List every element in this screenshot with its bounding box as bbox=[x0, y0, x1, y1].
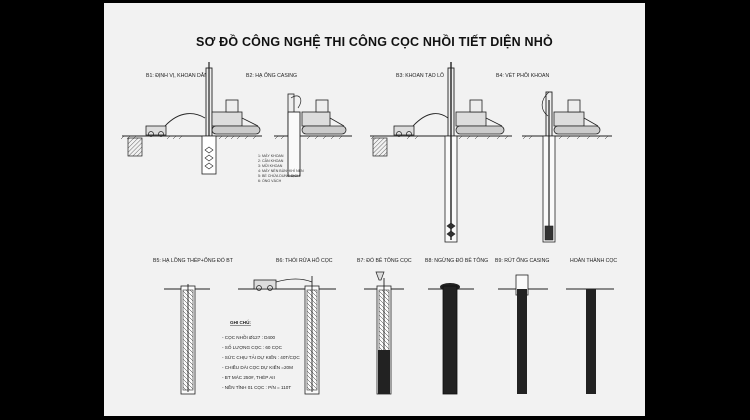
step-b9-figure bbox=[515, 274, 529, 394]
step-label-b2: B2: HẠ ỐNG CASING bbox=[246, 72, 297, 79]
cleaning-bucket bbox=[544, 225, 554, 241]
step-label-b9: B9: RÚT ỐNG CASING bbox=[495, 257, 549, 264]
mud-tank bbox=[127, 137, 143, 157]
step-label-finish: HOÀN THÀNH CỌC bbox=[570, 257, 617, 264]
step-label-b8: B8: NGỪNG ĐỔ BÊ TÔNG bbox=[425, 256, 488, 264]
pile-body-b9 bbox=[517, 289, 527, 394]
note-item-4: - CHIỀU DÀI CỌC DỰ KIẾN =20M bbox=[222, 364, 293, 370]
drawing-title: SƠ ĐỒ CÔNG NGHỆ THI CÔNG CỌC NHỒI TIẾT D… bbox=[196, 35, 553, 49]
crawler-track bbox=[211, 125, 261, 135]
ground-hatch-row1 bbox=[120, 135, 609, 140]
note-item-2: - SỐ LƯỢNG CỌC : 60 CỌC bbox=[222, 344, 283, 350]
step-b7-figure bbox=[375, 271, 392, 395]
finished-pile bbox=[586, 289, 596, 394]
concrete-hopper bbox=[375, 271, 385, 281]
casing-pipe bbox=[287, 111, 301, 177]
step-label-b3: B3: KHOAN TẠO LỖ bbox=[396, 72, 444, 79]
legend-item-2: 2: CẦN KHOAN bbox=[258, 159, 284, 163]
step-label-b5: B5: HẠ LỒNG THÉP+ỐNG ĐỔ BT bbox=[153, 257, 234, 264]
legend-item-1: 1: MÁY KHOAN bbox=[258, 154, 284, 158]
legend-item-4: 4: MÁY NÉN BÙN+KHÍ NÉN bbox=[258, 168, 304, 173]
step-b4-figure bbox=[541, 91, 601, 243]
legend-item-6: 6: ỐNG VÁCH bbox=[258, 178, 282, 183]
step-label-b1: B1: ĐỊNH VỊ, KHOAN DẪN bbox=[146, 72, 208, 79]
step-b1-figure bbox=[127, 62, 261, 175]
step-b6-figure: GHI CHÚ: - CỌC NHỒI Ø127 : D400 - SỐ LƯỢ… bbox=[222, 276, 320, 395]
mud-tank-b3 bbox=[372, 137, 388, 157]
note-item-6: - NỀN TĨNH 01 CỌC : P/N = 110T bbox=[222, 384, 291, 390]
step-b8-figure bbox=[440, 283, 460, 395]
step-finished-figure bbox=[586, 289, 596, 394]
bore-hole-b8 bbox=[442, 285, 458, 395]
step-label-b7: B7: ĐỔ BÊ TÔNG CỌC bbox=[357, 256, 412, 264]
mud-pump bbox=[145, 125, 167, 136]
step-b2-figure: 1: MÁY KHOAN 2: CẦN KHOAN 3: MŨI KHOAN 4… bbox=[258, 93, 347, 183]
slurry-hose bbox=[164, 113, 206, 127]
note-item-1: - CỌC NHỒI Ø127 : D400 bbox=[222, 334, 276, 340]
step-b3-figure bbox=[372, 62, 505, 243]
legend-item-5: 5: BỂ CHỨA DUNG DỊCH bbox=[258, 173, 300, 178]
step-label-b4: B4: VÉT PHỖI KHOAN bbox=[496, 72, 549, 79]
air-compressor bbox=[253, 279, 277, 290]
note-item-5: - BT MÁC 250#, THÉP AII bbox=[222, 374, 275, 380]
drill-rig-body-b2 bbox=[301, 111, 331, 127]
step-label-b6: B6: THỔI RỬA HỐ CỌC bbox=[276, 257, 333, 264]
notes-heading: GHI CHÚ: bbox=[230, 319, 251, 325]
drill-rig-body bbox=[211, 111, 243, 127]
step-b5-figure bbox=[180, 284, 196, 395]
legend-item-3: 3: MŨI KHOAN bbox=[258, 163, 283, 168]
note-item-3: - SỨC CHỊU TẢI DỰ KIẾN : 40T/CỌC bbox=[222, 354, 300, 360]
